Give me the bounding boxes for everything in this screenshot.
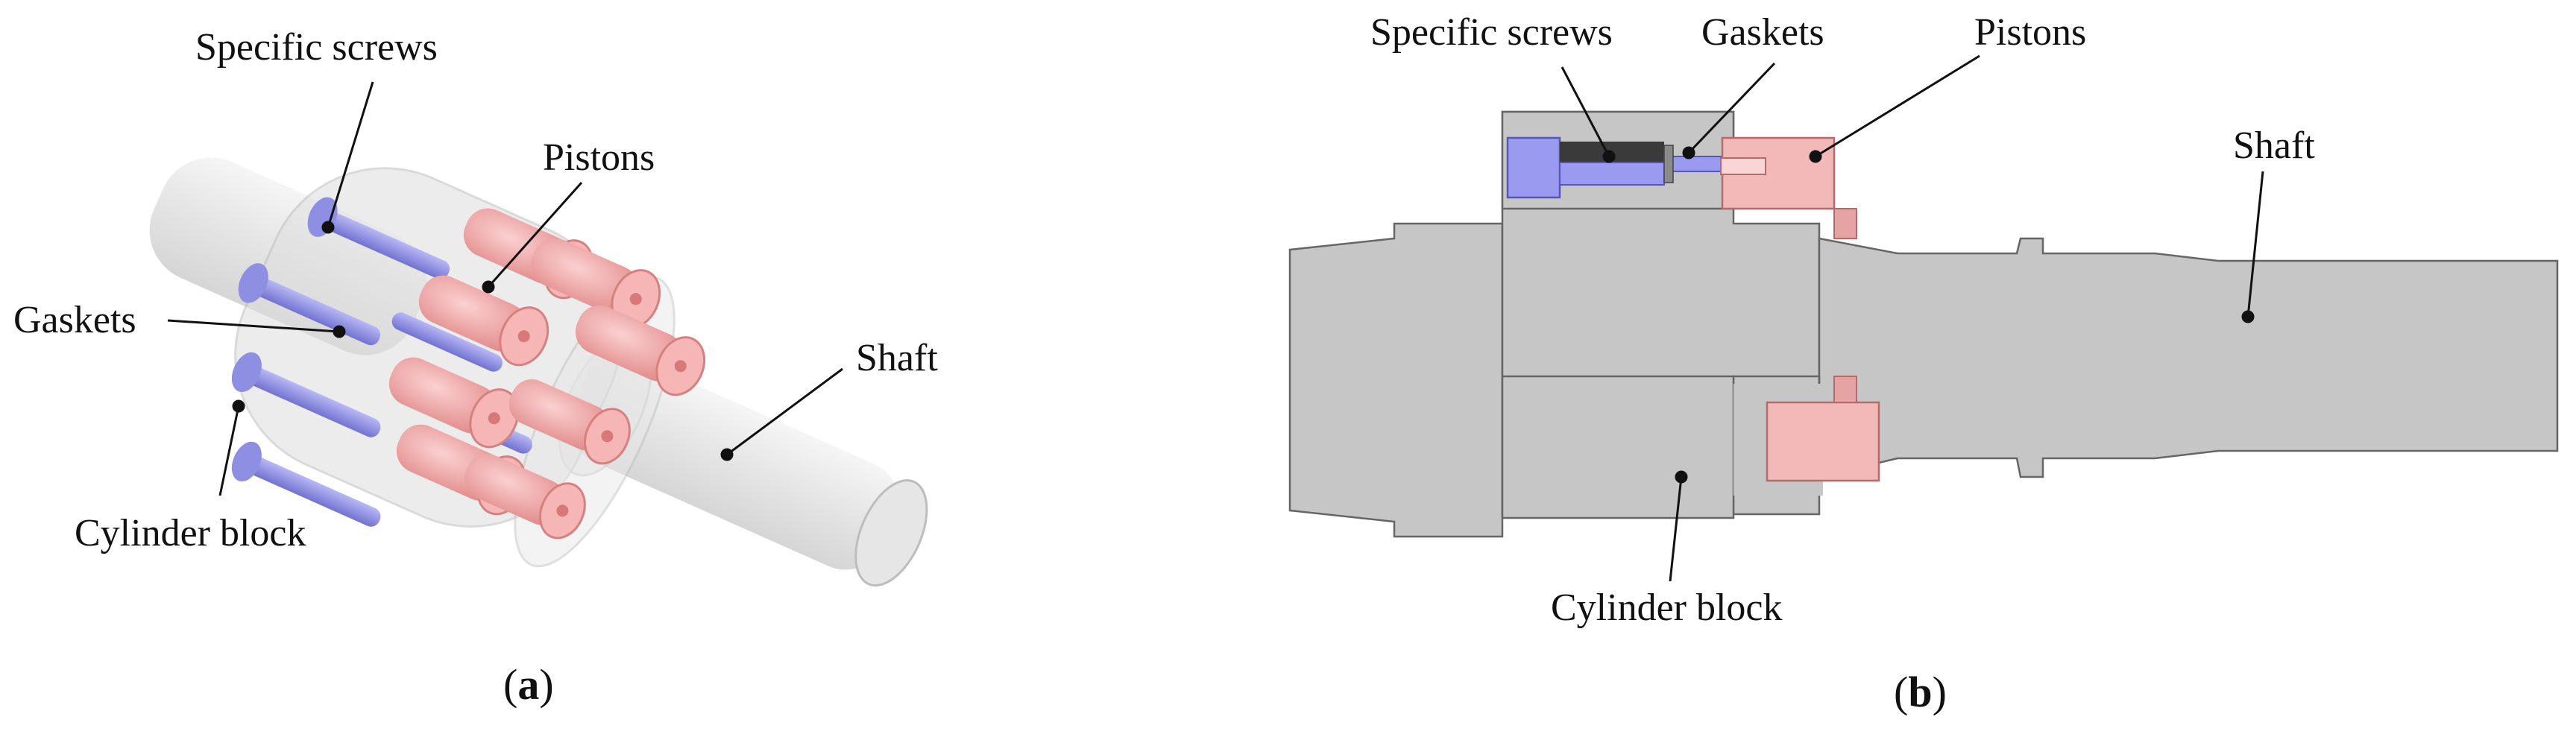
caption-b: (b) xyxy=(1894,668,1947,716)
label-gaskets-a: Gaskets xyxy=(13,299,136,341)
shaft-right-section xyxy=(1818,237,2559,478)
label-shaft-b: Shaft xyxy=(2233,124,2315,167)
label-cylinder-block-a: Cylinder block xyxy=(75,512,306,554)
panel-a-3d-view: Specific screws Pistons Gaskets Shaft Cy… xyxy=(0,0,1044,743)
pistons-3d xyxy=(388,208,706,540)
label-cylinder-block-b: Cylinder block xyxy=(1551,587,1783,629)
assembly-3d-drawing xyxy=(149,81,928,587)
label-pistons-b: Pistons xyxy=(1974,11,2087,54)
label-pistons-a: Pistons xyxy=(543,136,655,179)
label-gaskets-b: Gaskets xyxy=(1701,11,1824,54)
label-specific-screws-a: Specific screws xyxy=(195,26,438,69)
caption-letter-a: a xyxy=(517,660,540,709)
caption-letter-b: b xyxy=(1908,668,1933,716)
panel-b-cross-section: Specific screws Gaskets Pistons Shaft Cy… xyxy=(1267,0,2576,743)
label-specific-screws-b: Specific screws xyxy=(1370,11,1613,54)
assembly-section-drawing xyxy=(1288,54,2559,582)
label-shaft-a: Shaft xyxy=(856,337,938,379)
specific-screw-section xyxy=(1506,136,1725,199)
leader-lines-b xyxy=(1561,54,2264,582)
shaft-section xyxy=(1288,222,1504,538)
caption-a: (a) xyxy=(503,660,554,709)
gasket-section xyxy=(1663,145,1674,183)
piston-section-top xyxy=(1720,136,1857,239)
leader-lines-a xyxy=(167,81,843,496)
piston-section-bottom xyxy=(1766,376,1880,482)
specific-screws-3d xyxy=(231,197,532,527)
